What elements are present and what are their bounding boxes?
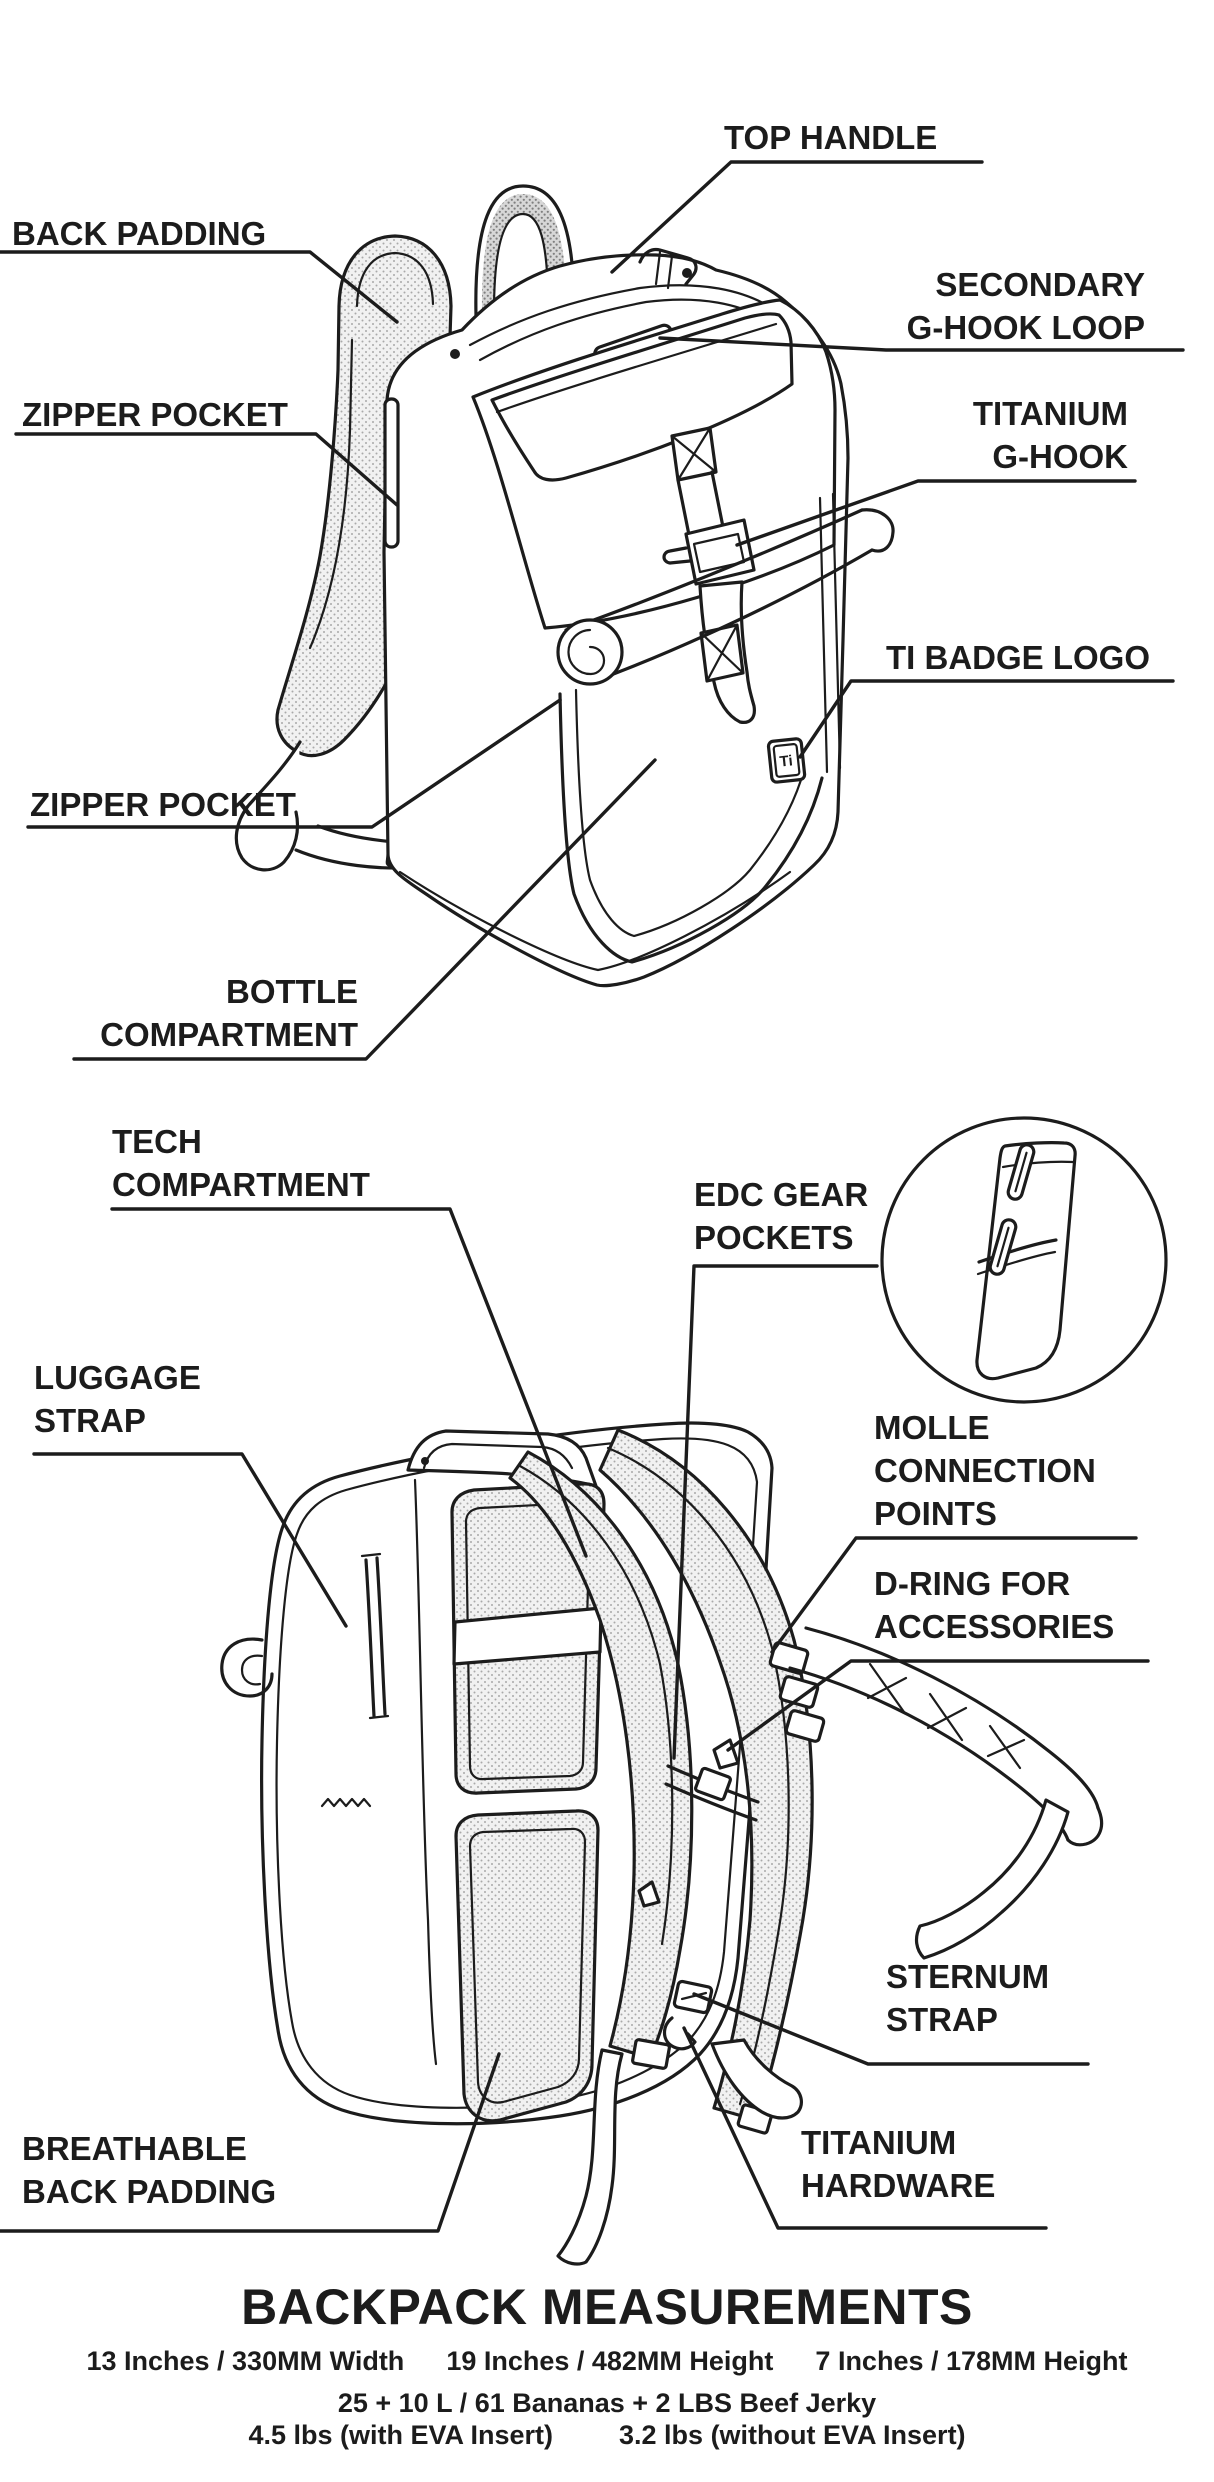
label-bottle-compartment: BOTTLE COMPARTMENT [100, 973, 358, 1053]
leader-lines [0, 160, 1185, 2233]
label-edc-gear-pockets: EDC GEAR POCKETS [694, 1176, 869, 1256]
dimension-depth: 7 Inches / 178MM Height [815, 2346, 1128, 2376]
front-view-drawing: Ti [234, 184, 895, 988]
label-zipper-pocket-lower: ZIPPER POCKET [30, 786, 296, 823]
weight-without-insert: 3.2 lbs (without EVA Insert) [619, 2420, 966, 2450]
label-luggage-strap: LUGGAGE STRAP [34, 1359, 201, 1439]
dimension-width: 13 Inches / 330MM Width [86, 2346, 405, 2376]
label-molle-connection-points: MOLLE CONNECTION POINTS [874, 1409, 1096, 1532]
measurements-capacity: 25 + 10 L / 61 Bananas + 2 LBS Beef Jerk… [0, 2388, 1214, 2419]
back-view-drawing [220, 1421, 1104, 2266]
measurements-weights: 4.5 lbs (with EVA Insert) 3.2 lbs (witho… [0, 2420, 1214, 2451]
capacity-value: 25 + 10 L / 61 Bananas + 2 LBS Beef Jerk… [337, 2388, 877, 2418]
ti-badge: Ti [766, 737, 807, 784]
edc-detail-inset [880, 1116, 1168, 1404]
label-ti-badge-logo: TI BADGE LOGO [886, 639, 1150, 676]
label-top-handle: TOP HANDLE [724, 119, 938, 156]
label-titanium-g-hook: TITANIUM G-HOOK [972, 395, 1128, 475]
label-breathable-back-padding: BREATHABLE BACK PADDING [22, 2130, 277, 2210]
label-zipper-pocket-upper: ZIPPER POCKET [22, 396, 288, 433]
ti-badge-text: Ti [779, 752, 794, 770]
label-secondary-g-hook-loop: SECONDARY G-HOOK LOOP [906, 266, 1145, 346]
label-d-ring-for-accessories: D-RING FOR ACCESSORIES [874, 1565, 1115, 1645]
label-sternum-strap: STERNUM STRAP [886, 1958, 1050, 2038]
measurements-title: BACKPACK MEASUREMENTS [241, 2279, 973, 2335]
label-tech-compartment: TECH COMPARTMENT [112, 1123, 370, 1203]
weight-with-insert: 4.5 lbs (with EVA Insert) [248, 2420, 554, 2450]
measurements-dimensions: 13 Inches / 330MM Width 19 Inches / 482M… [0, 2346, 1214, 2377]
dimension-height: 19 Inches / 482MM Height [446, 2346, 774, 2376]
label-back-padding: BACK PADDING [12, 215, 267, 252]
label-titanium-hardware: TITANIUM HARDWARE [801, 2124, 996, 2204]
